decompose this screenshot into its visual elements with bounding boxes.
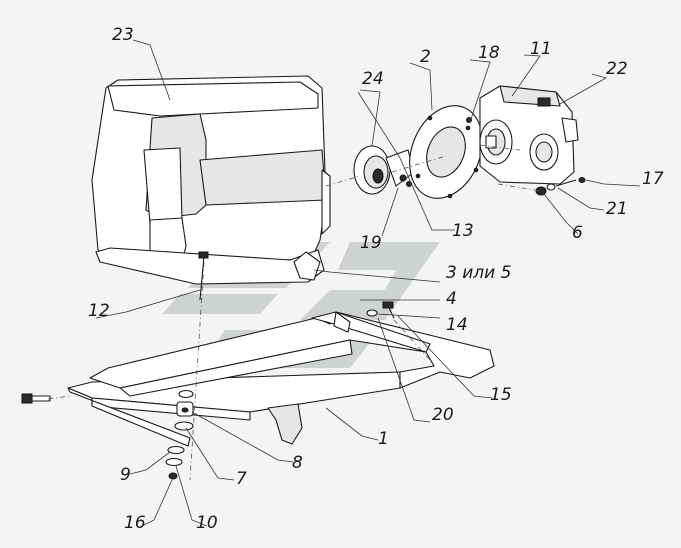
callout-13: 13 bbox=[452, 221, 474, 241]
callout-23: 23 bbox=[112, 25, 134, 45]
callout-21: 21 bbox=[606, 199, 628, 219]
callout-2: 2 bbox=[420, 47, 431, 67]
part-20-bolt bbox=[366, 301, 395, 319]
part-6-nut bbox=[535, 177, 586, 196]
callout-19: 19 bbox=[360, 233, 382, 253]
part-frame-bolt bbox=[21, 393, 51, 404]
part-2-plate bbox=[409, 105, 483, 199]
callout-1: 1 bbox=[378, 429, 389, 449]
part-22-pump bbox=[479, 85, 579, 185]
part-12-bolt bbox=[198, 251, 209, 301]
callout-15: 15 bbox=[490, 385, 512, 405]
part-23-housing bbox=[91, 75, 331, 285]
assembly-axes bbox=[47, 144, 542, 481]
callout-17: 17 bbox=[642, 169, 664, 189]
callout-24: 24 bbox=[362, 69, 384, 89]
callout-18: 18 bbox=[478, 43, 500, 63]
part-1-frame bbox=[67, 311, 495, 447]
callout-22: 22 bbox=[606, 59, 628, 79]
callout-11: 11 bbox=[530, 39, 552, 59]
callout-20: 20 bbox=[432, 405, 454, 425]
callout-8: 8 bbox=[292, 453, 303, 473]
callout-16: 16 bbox=[124, 513, 146, 533]
part-24-flange bbox=[353, 145, 415, 195]
callout-3: 3 или 5 bbox=[446, 263, 511, 283]
leader-lines bbox=[95, 39, 641, 527]
callout-6: 6 bbox=[572, 223, 583, 243]
callout-9: 9 bbox=[120, 465, 131, 485]
callout-4: 4 bbox=[446, 289, 457, 309]
part-8-mount bbox=[165, 389, 194, 480]
callout-14: 14 bbox=[446, 315, 468, 335]
callout-12: 12 bbox=[88, 301, 110, 321]
callout-10: 10 bbox=[196, 513, 218, 533]
callout-7: 7 bbox=[236, 469, 247, 489]
callout-labels: 23 2 18 11 22 24 13 19 17 21 6 3 или 5 4… bbox=[88, 25, 664, 533]
